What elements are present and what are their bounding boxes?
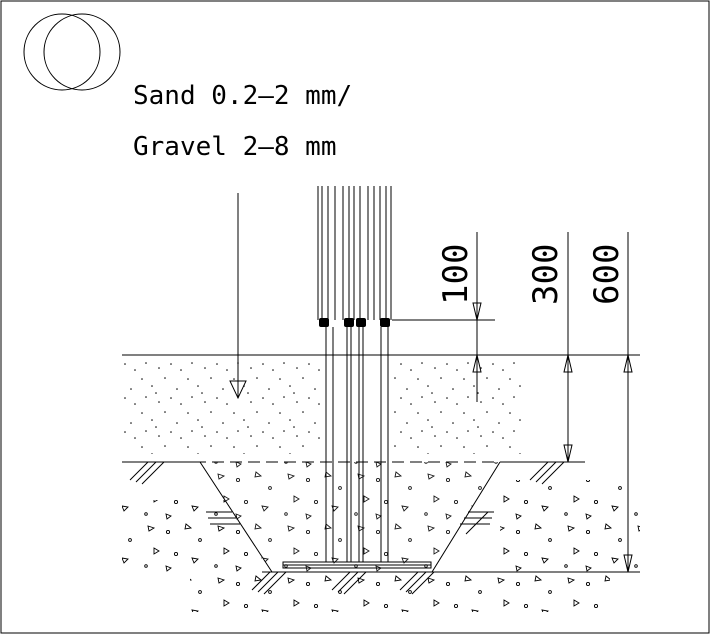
material-label-gravel: Gravel 2–8 mm <box>133 132 337 162</box>
dimension-label-100: 100 <box>436 244 476 305</box>
dimension-300 <box>563 232 573 463</box>
post-profile <box>317 186 392 320</box>
dimension-100 <box>472 232 482 402</box>
gravel-fill <box>122 462 640 612</box>
double-circle-icon <box>23 13 121 91</box>
dimension-label-300: 300 <box>526 244 566 305</box>
dimension-label-600: 600 <box>587 244 627 305</box>
post-connection-nodes <box>319 318 390 327</box>
dimension-600 <box>623 232 633 573</box>
buried-post-legs <box>325 327 389 562</box>
material-label-sand: Sand 0.2–2 mm/ <box>133 81 352 111</box>
soil-hatching <box>129 461 565 595</box>
sand-layer <box>122 362 522 454</box>
base-plate <box>282 561 432 569</box>
